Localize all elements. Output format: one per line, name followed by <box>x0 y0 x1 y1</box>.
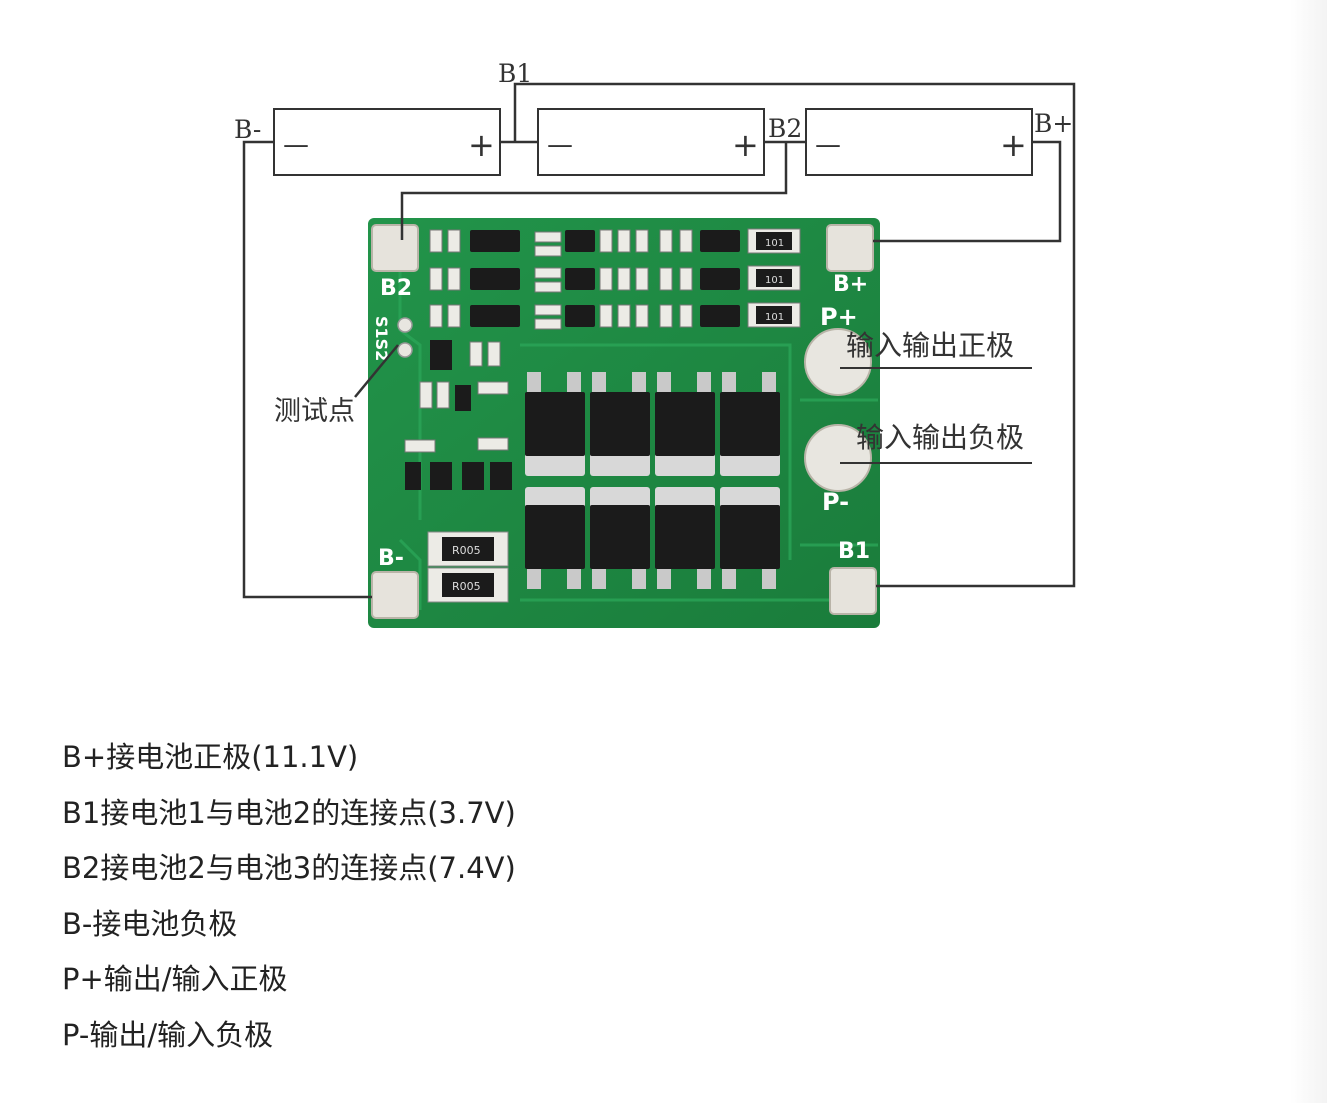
cell-3-plus: + <box>1000 126 1027 164</box>
silk-b-minus: B- <box>378 546 404 571</box>
pad-b-plus <box>826 224 874 272</box>
silk-s1s2: S1S2 <box>372 316 391 361</box>
cell-3 <box>805 108 1033 176</box>
silk-b1: B1 <box>838 539 870 564</box>
cell-1-minus: — <box>283 130 309 160</box>
pad-p-minus <box>804 424 872 492</box>
mosfet-array <box>525 372 780 589</box>
silk-b2: B2 <box>380 276 412 301</box>
wiring <box>242 82 1076 599</box>
cell-1-plus: + <box>468 126 495 164</box>
label-b2: B2 <box>768 114 802 143</box>
resistor-code-3: 101 <box>765 312 784 323</box>
battery-cells: — + — + — + <box>273 108 1033 176</box>
label-b1: B1 <box>498 59 532 88</box>
wire-b-minus <box>242 140 372 599</box>
resistor-code-1: 101 <box>765 238 784 249</box>
cell-3-minus: — <box>815 130 841 160</box>
silk-p-minus: P- <box>822 488 849 516</box>
shunt-code-1: R005 <box>452 544 481 557</box>
cell-2 <box>537 108 765 176</box>
pad-b2 <box>371 224 419 272</box>
label-b-plus: B+ <box>1034 109 1073 138</box>
callout-io-negative: 输入输出负极 <box>856 421 1024 454</box>
silk-b-plus: B+ <box>833 272 868 297</box>
test-point-s2 <box>397 342 413 358</box>
pad-p-plus <box>804 328 872 396</box>
small-components-left <box>404 340 512 490</box>
bms-wiring-diagram: B2 B+ P+ B- P- B1 S1S2 <box>234 59 1076 628</box>
shunt-code-2: R005 <box>452 580 481 593</box>
page-edge-shade <box>1290 0 1327 1103</box>
shunt-resistors: R005 R005 <box>427 531 509 603</box>
resistor-code-2: 101 <box>765 275 784 286</box>
pin-legend: B+接电池正极(11.1V) B1接电池1与电池2的连接点(3.7V) B2接电… <box>62 730 516 1063</box>
legend-b2: B2接电池2与电池3的连接点(7.4V) <box>62 851 516 885</box>
test-point-s1 <box>397 317 413 333</box>
wire-b1 <box>500 82 1076 588</box>
label-b-minus: B- <box>234 115 261 144</box>
pad-b-minus <box>371 571 419 619</box>
legend-p-plus: P+输出/输入正极 <box>62 962 288 996</box>
silk-p-plus: P+ <box>820 303 858 331</box>
callout-io-positive: 输入输出正极 <box>846 329 1014 362</box>
pad-b1 <box>829 567 877 615</box>
cell-2-plus: + <box>732 126 759 164</box>
cell-2-minus: — <box>547 130 573 160</box>
wire-b-plus <box>873 140 1062 243</box>
legend-b-plus: B+接电池正极(11.1V) <box>62 740 359 774</box>
legend-b1: B1接电池1与电池2的连接点(3.7V) <box>62 795 516 830</box>
leader-test-point <box>354 344 399 398</box>
legend-b-minus: B-接电池负极 <box>62 906 238 941</box>
wire-b2 <box>400 140 806 240</box>
callout-test-point: 测试点 <box>274 396 355 427</box>
legend-p-minus: P-输出/输入负极 <box>62 1017 274 1052</box>
pcb-board: B2 B+ P+ B- P- B1 S1S2 <box>368 218 880 628</box>
component-rows: 101 101 101 <box>429 228 801 330</box>
